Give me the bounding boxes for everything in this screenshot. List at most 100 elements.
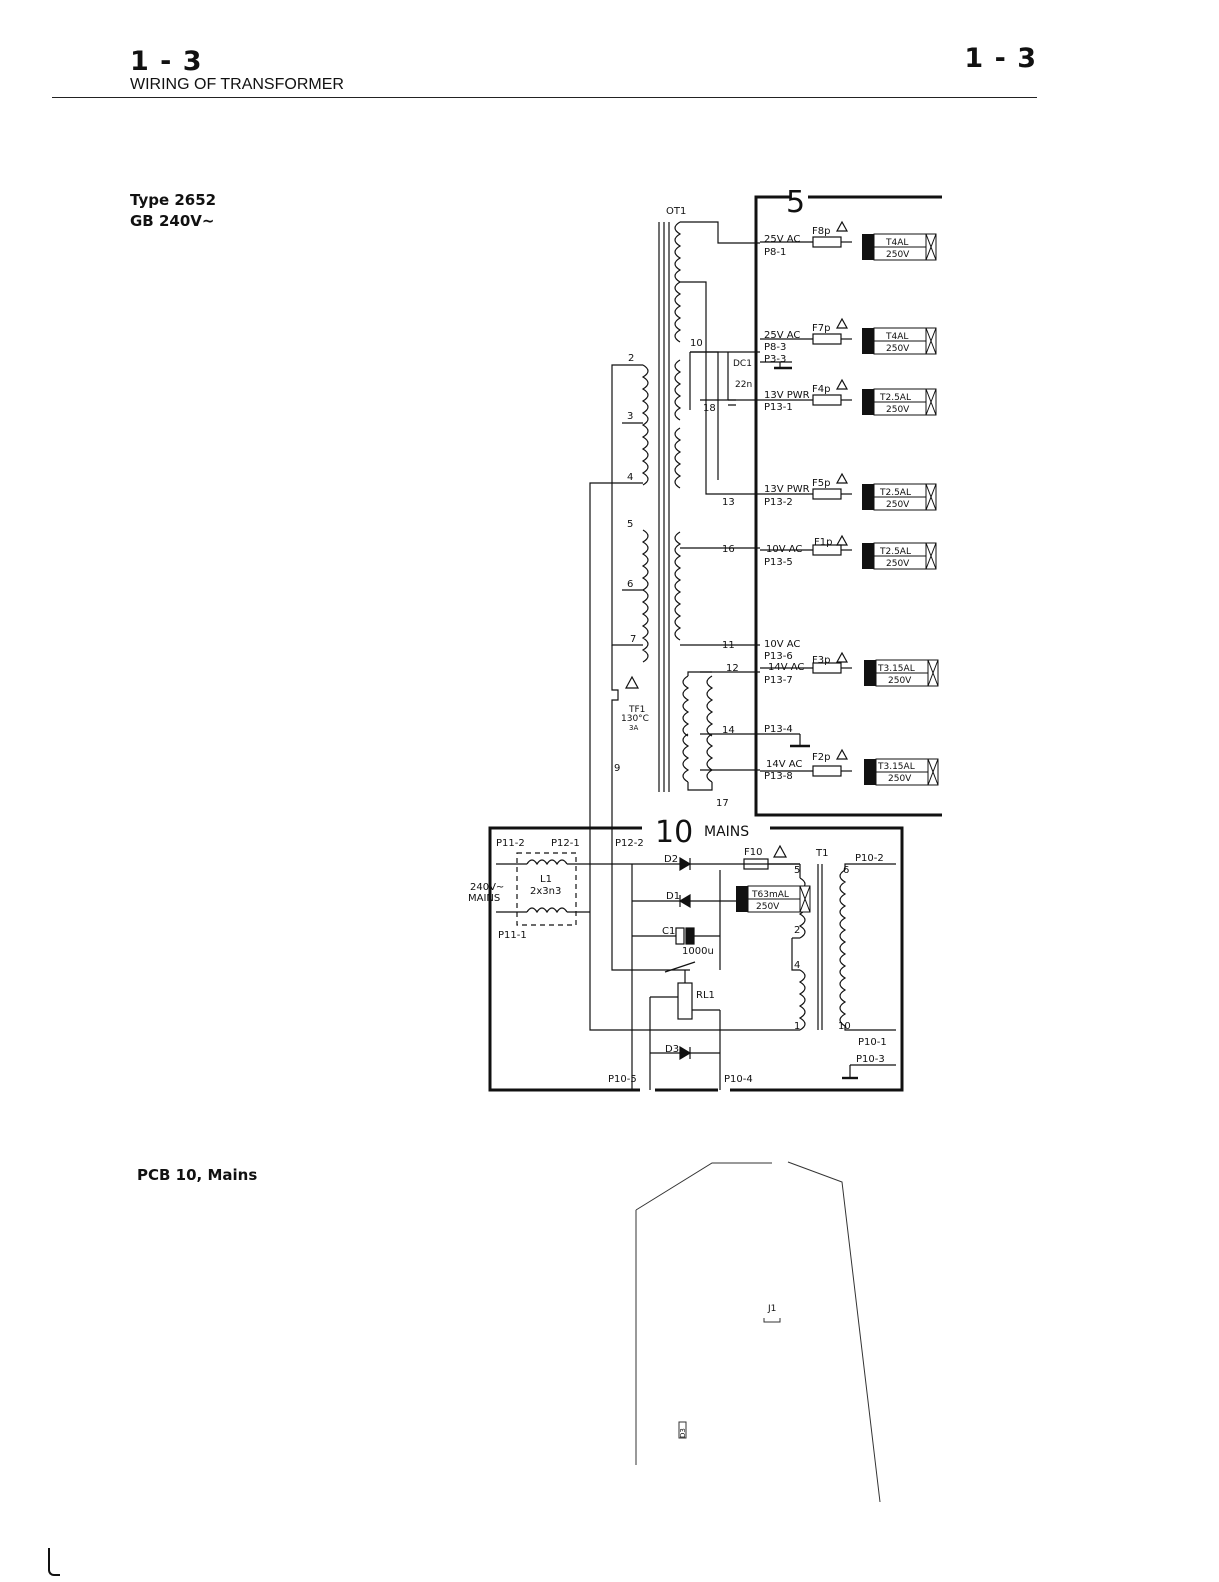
mains-transformer-label: T1 — [815, 848, 828, 859]
secondary-tap-label: 14 — [722, 725, 735, 736]
output-fuse-voltage: 250V — [888, 774, 912, 784]
header-rule — [52, 97, 1037, 98]
diode-label: D3 — [665, 1044, 679, 1055]
block-5-frame — [754, 195, 942, 817]
mains-secondary-coil — [839, 869, 847, 1027]
mains-tap-label: 5 — [794, 865, 800, 876]
block-10-label: 10 — [655, 815, 693, 850]
output-voltage: 25V AC — [764, 234, 800, 245]
pcb-outline — [635, 1161, 881, 1503]
diode-label: D2 — [664, 854, 678, 865]
output-fuse-name: F4p — [812, 384, 830, 395]
filter-name: L1 — [540, 874, 552, 885]
output-fuse-name: F2p — [812, 752, 830, 763]
mains-fuse-name: F10 — [744, 847, 762, 858]
primary-tap-4-lead — [589, 482, 800, 1031]
output-fuse-rating: T3.15AL — [877, 664, 915, 674]
output-voltage: 14V AC — [766, 759, 802, 770]
section-title: WIRING OF TRANSFORMER — [130, 76, 344, 93]
mains-tap-label: 10 — [838, 1021, 851, 1032]
diode-d2 — [679, 856, 692, 872]
output-connector: P8-3 — [764, 342, 786, 353]
connector-label: P10-3 — [856, 1054, 885, 1065]
pcb-component-j1: J1 — [767, 1304, 776, 1314]
output-fuse-name: F3p — [812, 655, 830, 666]
output-connector: P13-5 — [764, 557, 793, 568]
mains-tap-label: 6 — [843, 865, 849, 876]
extra-connector: P13-6 — [764, 651, 793, 662]
secondary-tap-label: 16 — [722, 544, 735, 555]
thermal-fuse-lead — [611, 645, 690, 971]
output-fuse-voltage: 250V — [886, 344, 910, 354]
primary-tap-label: 3 — [627, 411, 633, 422]
mains-input-label2: MAINS — [468, 893, 500, 904]
model-label: Type 2652 GB 240V~ — [130, 190, 216, 232]
output-fuses — [760, 236, 852, 777]
capacitor-c1 — [675, 927, 685, 945]
primary-coil — [641, 364, 649, 663]
output-connector: P13-7 — [764, 675, 793, 686]
mains-tap-label: 4 — [794, 960, 800, 971]
secondary-tap-label: 11 — [722, 640, 735, 651]
secondary-tap-label: 12 — [726, 663, 739, 674]
output-fuse-rating: T2.5AL — [879, 393, 911, 403]
fuse-rating-boxes — [736, 233, 939, 913]
pcb-label: PCB 10, Mains — [137, 1166, 258, 1184]
secondary-tap-label: 13 — [722, 497, 735, 508]
lead-p8-1 — [680, 221, 760, 244]
connector-label: P12-2 — [615, 838, 644, 849]
connector-label: P10-2 — [855, 853, 884, 864]
mains-fuse-rating: T63mAL — [751, 890, 789, 900]
model-variant: GB 240V~ — [130, 212, 215, 230]
secondary-tap-label: 10 — [690, 338, 703, 349]
lead-p13-1 — [690, 351, 719, 480]
secondary-coil — [674, 221, 714, 783]
relay-rl1 — [677, 982, 693, 1020]
mains-tap-label: 1 — [794, 1021, 800, 1032]
block-10-frame — [488, 826, 642, 1092]
output-connector: P13-8 — [764, 771, 793, 782]
block-5-label: 5 — [786, 185, 805, 220]
mains-tap-label: 2 — [794, 925, 800, 936]
output-voltage: 14V AC — [768, 662, 804, 673]
output-voltage: 13V PWR — [764, 390, 810, 401]
section-number-left: 1 - 3 — [130, 46, 203, 77]
output-fuse-name: F1p — [814, 537, 832, 548]
page-header: 1 - 3 1 - 3 WIRING OF TRANSFORMER — [52, 40, 1037, 100]
relay-label: RL1 — [696, 990, 715, 1001]
mains-label: MAINS — [704, 824, 749, 840]
secondary-tap-label: 18 — [703, 403, 716, 414]
primary-tap-label: 9 — [614, 763, 620, 774]
primary-tap-label: 2 — [628, 353, 634, 364]
thermal-fuse-rating: 130°C — [621, 714, 649, 724]
output-fuse-rating: T4AL — [885, 332, 908, 342]
extra-connector: P3-3 — [764, 354, 786, 365]
output-fuse-name: F5p — [812, 478, 830, 489]
mains-fuse-voltage: 250V — [756, 902, 780, 912]
warning-icons — [624, 220, 849, 858]
primary-tap-label: 6 — [627, 579, 633, 590]
output-fuse-voltage: 250V — [888, 676, 912, 686]
capacitor-name: C1 — [662, 926, 675, 937]
primary-tap-label: 5 — [627, 519, 633, 530]
output-voltage: 13V PWR — [764, 484, 810, 495]
thermal-fuse-name: TF1 — [628, 705, 645, 715]
lead-p13-2 — [680, 281, 760, 495]
output-fuse-name: F8p — [812, 226, 830, 237]
connector-label: P11-1 — [498, 930, 527, 941]
output-voltage: 10V AC — [766, 544, 802, 555]
primary-tap-label: 7 — [630, 634, 636, 645]
output-fuse-rating: T3.15AL — [877, 762, 915, 772]
extra-connector-voltage: 10V AC — [764, 639, 800, 650]
dc-capacitor-name: DC1 — [733, 359, 752, 369]
extra-connector: P13-4 — [764, 724, 793, 735]
connector-label: P11-2 — [496, 838, 525, 849]
pcb-component-d3: D3 — [679, 1428, 687, 1438]
output-connector: P8-1 — [764, 247, 786, 258]
output-fuse-voltage: 250V — [886, 559, 910, 569]
connector-label: P10-5 — [608, 1074, 637, 1085]
output-connector: P13-2 — [764, 497, 793, 508]
output-fuse-rating: T2.5AL — [879, 547, 911, 557]
connector-label: P10-1 — [858, 1037, 887, 1048]
